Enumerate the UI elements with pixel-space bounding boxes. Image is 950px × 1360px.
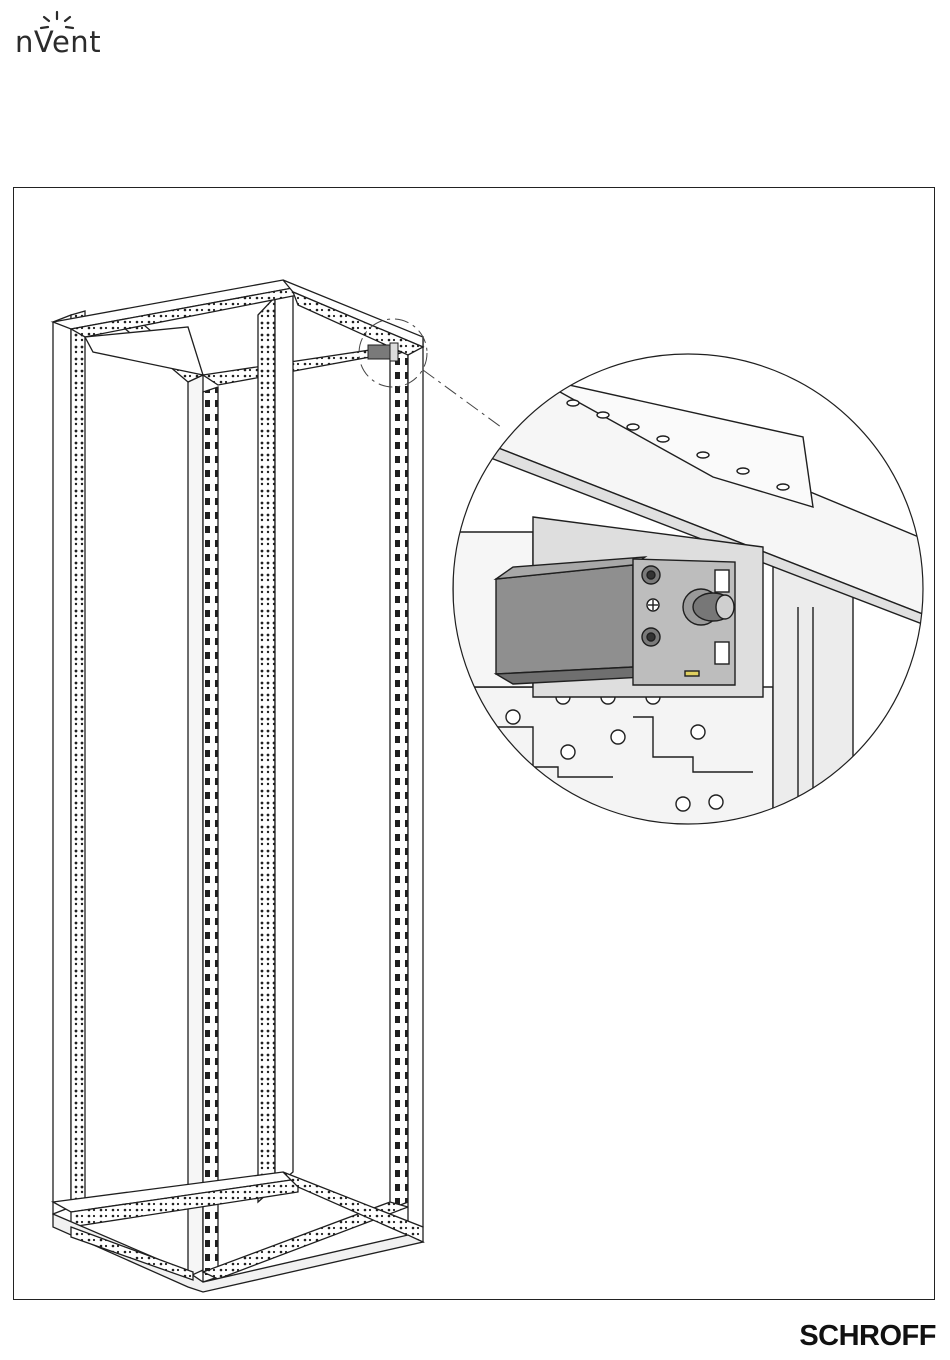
rack-frame [53, 280, 423, 1292]
schroff-brand: SCHROFF [799, 1320, 936, 1353]
post-back-left [188, 375, 203, 1277]
rail-top-right [283, 280, 423, 347]
post-back-right [390, 350, 408, 1209]
post-front-middle [258, 297, 275, 1202]
door-switch-small [368, 343, 398, 361]
callout-leader [423, 370, 501, 427]
enclosure-illustration [13, 187, 935, 1300]
detail-switch-body [496, 565, 633, 674]
strip-back-left [203, 387, 218, 1282]
brand-wordmark: nVent [15, 25, 101, 59]
post-front-left [53, 315, 71, 1214]
detail-magnified-view [443, 347, 935, 827]
base-plinth [53, 1214, 423, 1292]
post-front-right [408, 337, 423, 1235]
